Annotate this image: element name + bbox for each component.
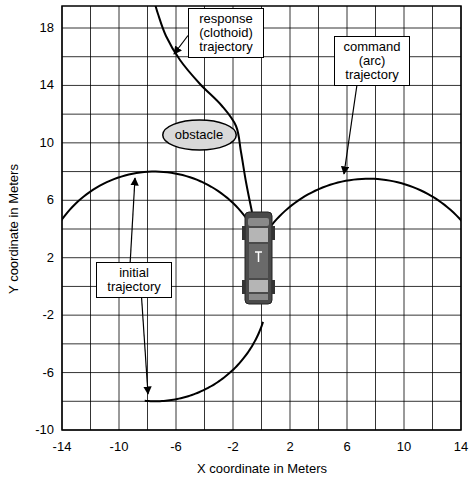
grid-line (176, 6, 177, 430)
tick-label: 10 (397, 440, 411, 454)
trajectories (62, 6, 461, 401)
grid-line (62, 343, 461, 344)
tick-label: -10 (110, 440, 129, 454)
leader-line (344, 86, 357, 174)
initial-arc (145, 322, 263, 401)
leader-line (142, 298, 148, 394)
grid-line (62, 315, 461, 316)
node-text: obstacle (175, 128, 223, 142)
grid (62, 6, 461, 430)
tick-label: -14 (53, 440, 72, 454)
node-text: response (clothoid) trajectory (193, 12, 259, 54)
tick-label: -6 (42, 366, 54, 380)
plot-frame (62, 6, 461, 430)
leader-line (130, 178, 135, 262)
grid-line (62, 114, 461, 115)
grid-line (90, 6, 91, 430)
grid-line (62, 171, 461, 172)
leader-line (174, 36, 188, 55)
callout-box: command (arc) trajectory (334, 36, 410, 86)
grid-line (147, 6, 148, 430)
tick-label: 6 (343, 440, 350, 454)
grid-line (62, 401, 461, 402)
grid-line (233, 6, 234, 430)
car-top-view (242, 212, 275, 304)
axis-title: Y coordinate in Meters (7, 164, 21, 294)
command-arc (269, 179, 461, 316)
tick-label: -2 (42, 308, 54, 322)
grid-line (318, 6, 319, 430)
tick-label: 14 (454, 440, 468, 454)
tick-label: 6 (47, 193, 54, 207)
grid-line (62, 372, 461, 373)
grid-line (204, 6, 205, 430)
grid-line (290, 6, 291, 430)
tick-label: 2 (286, 440, 293, 454)
tick-label: 2 (47, 251, 54, 265)
node-text: initial trajectory (101, 266, 167, 294)
obstacle-ellipse: obstacle (162, 119, 237, 151)
callout-box: response (clothoid) trajectory (188, 8, 264, 58)
tick-label: -10 (35, 423, 54, 437)
leader-lines (130, 36, 357, 395)
tick-label: -2 (227, 440, 239, 454)
grid-line (119, 6, 120, 430)
tick-label: -6 (170, 440, 182, 454)
axis-title: X coordinate in Meters (197, 462, 327, 476)
tick-label: 18 (40, 21, 54, 35)
grid-line (62, 200, 461, 201)
node-text: command (arc) trajectory (339, 40, 405, 82)
callout-box: initial trajectory (96, 262, 172, 298)
tick-label: 14 (40, 78, 54, 92)
grid-line (62, 142, 461, 143)
tick-label: 10 (40, 136, 54, 150)
grid-line (432, 6, 433, 430)
